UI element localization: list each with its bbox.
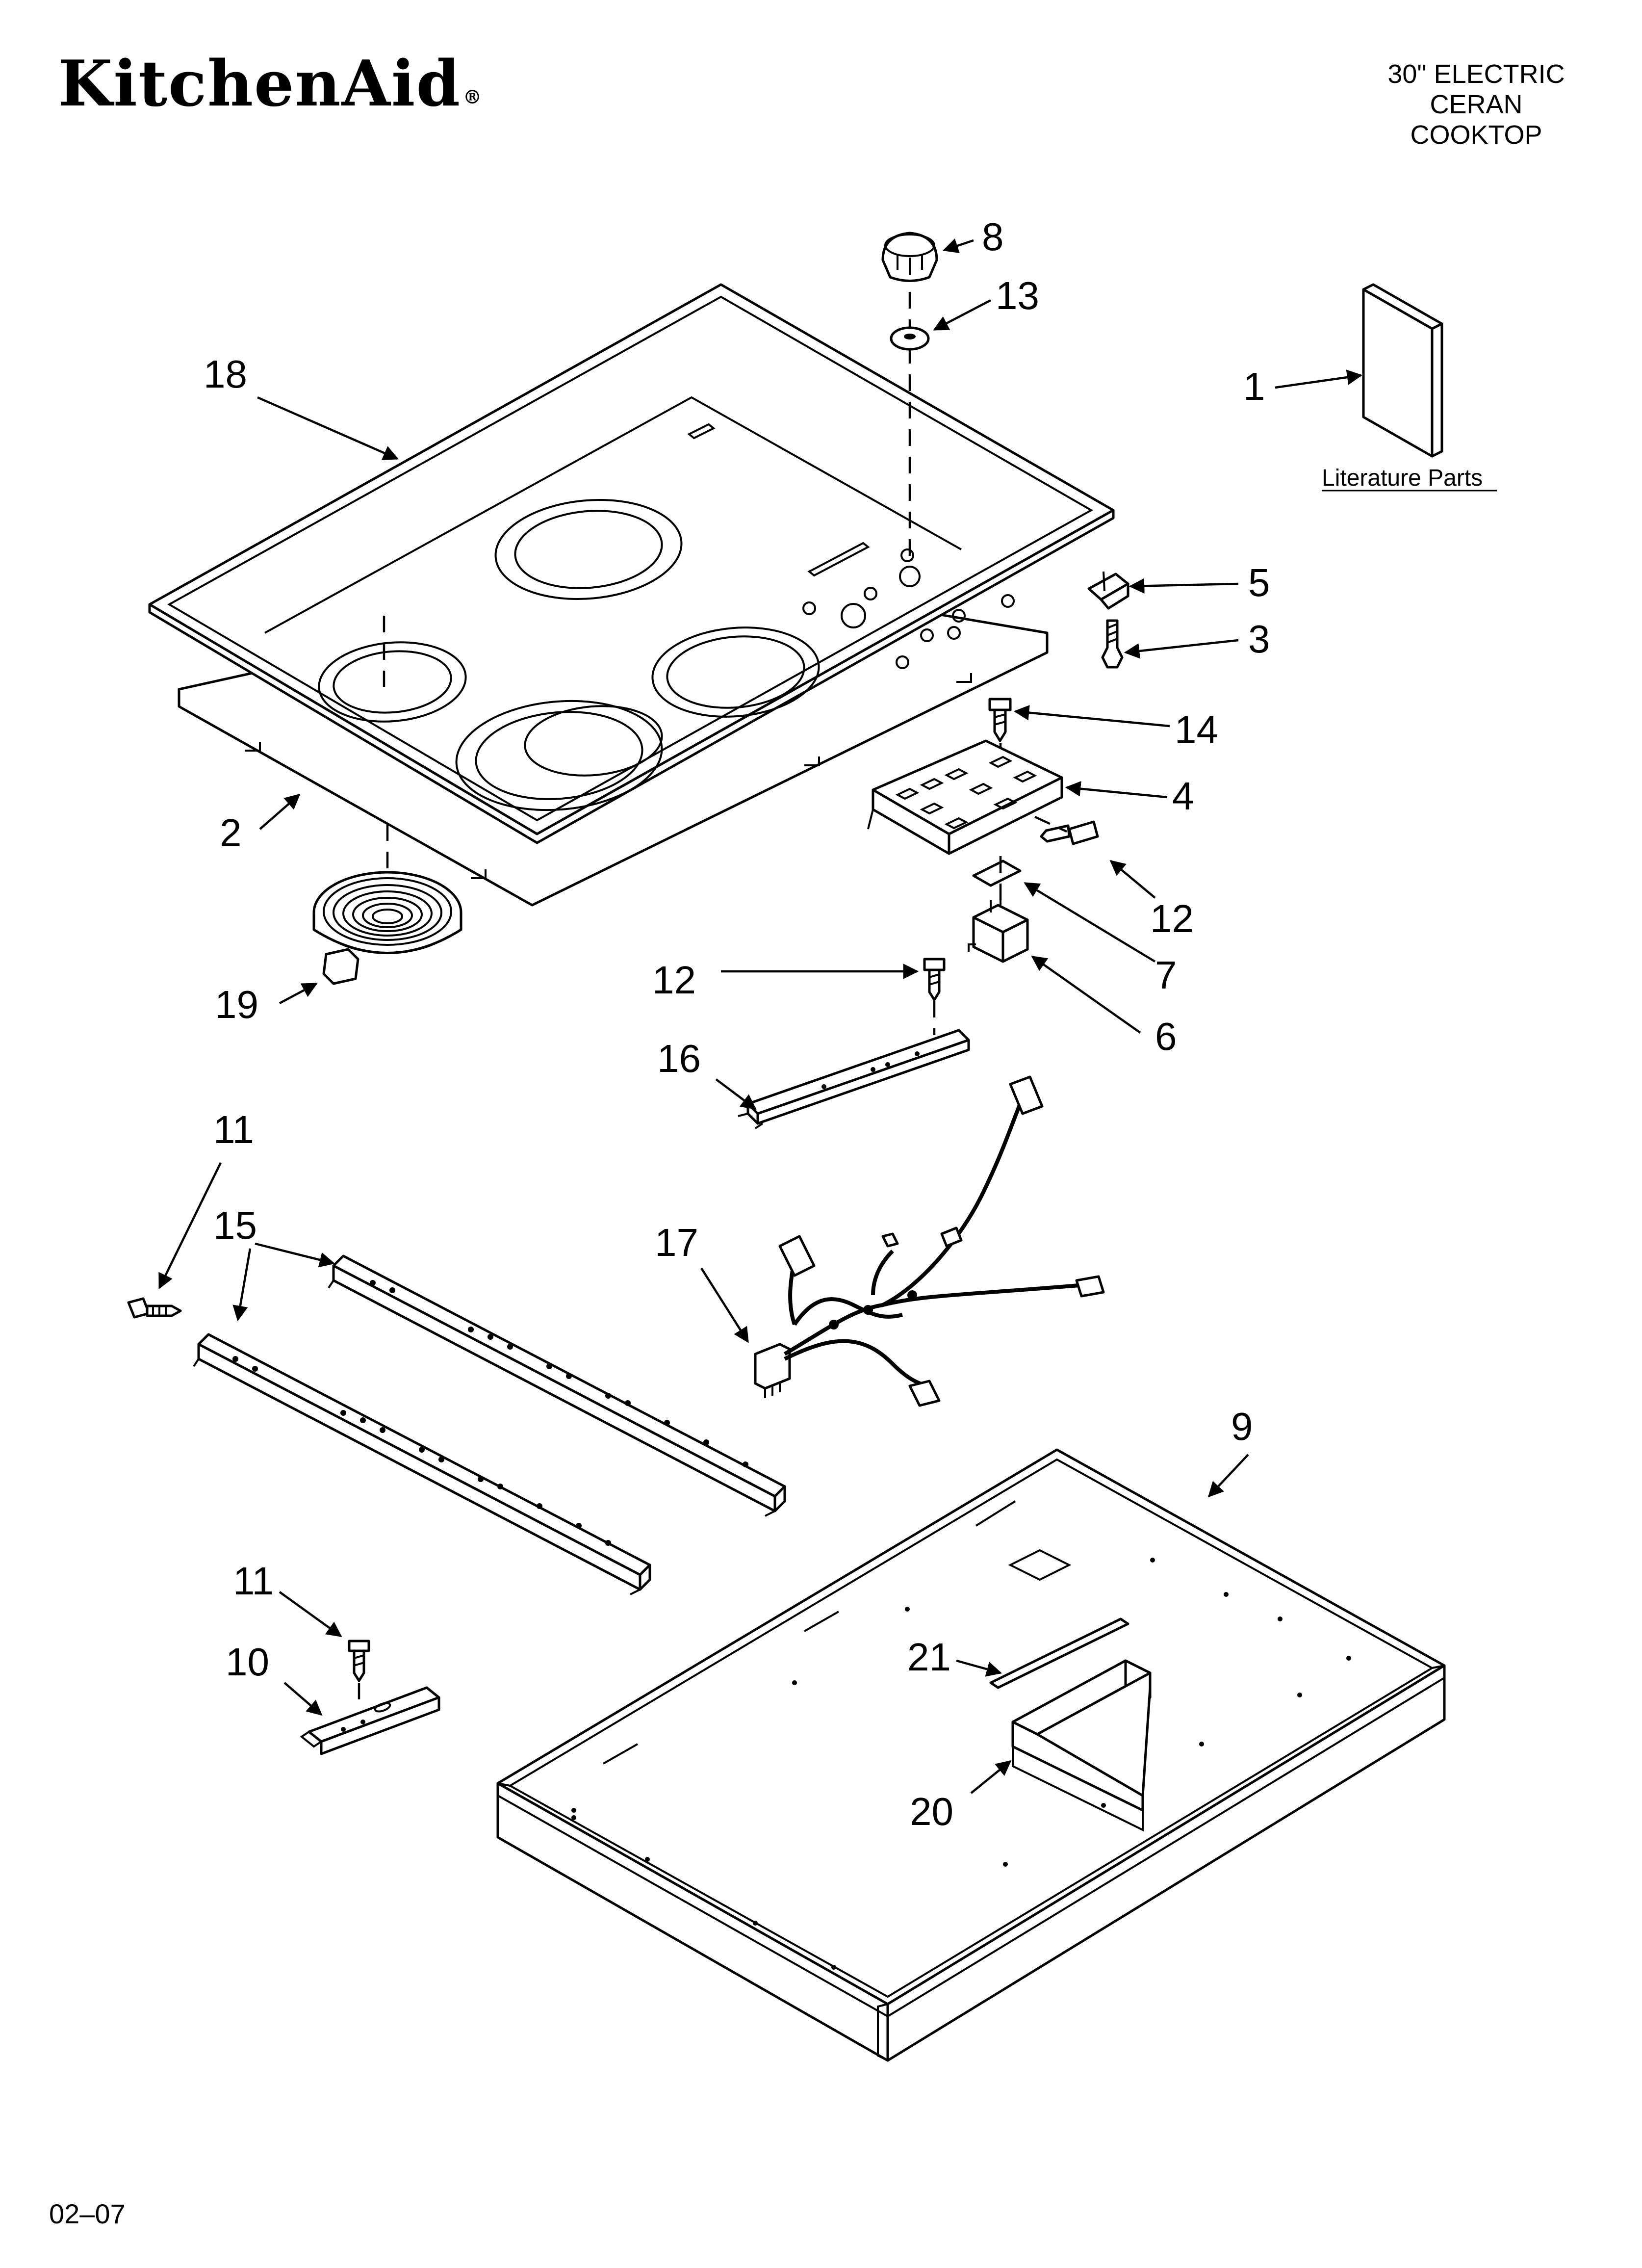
title-line-1: 30" ELECTRIC — [1387, 59, 1565, 89]
callout-13: 13 — [996, 274, 1039, 317]
callout-14: 14 — [1175, 708, 1218, 752]
part-side-rail-lower — [193, 1333, 651, 1595]
title-line-2: CERAN — [1430, 90, 1523, 119]
part-bracket-plate — [867, 739, 1063, 855]
registered-mark: ® — [462, 86, 483, 108]
part-screw-3 — [1101, 619, 1124, 669]
callout-12-bracket: 12 — [1150, 897, 1194, 940]
part-screw-14 — [988, 698, 1012, 742]
literature-parts-label: Literature Parts — [1322, 465, 1483, 491]
callout-6: 6 — [1155, 1015, 1177, 1058]
part-insulator-pad — [972, 860, 1022, 887]
part-channel-bracket — [1011, 1659, 1152, 1832]
part-wire-harness — [754, 1075, 1105, 1407]
part-switch — [968, 895, 1029, 963]
part-grommet — [890, 326, 930, 351]
callout-20: 20 — [910, 1790, 953, 1833]
part-screw-12-middle — [923, 958, 946, 1001]
callout-11: 11 — [233, 1559, 274, 1603]
part-screw-12-left — [127, 1297, 182, 1319]
part-support-bracket — [738, 1029, 970, 1129]
part-radiant-element — [312, 871, 462, 985]
part-literature — [1362, 283, 1443, 458]
part-small-bracket — [300, 1686, 440, 1755]
brand-logo: KitchenAid® — [58, 47, 483, 121]
callout-5: 5 — [1248, 561, 1270, 604]
part-screw-11 — [348, 1640, 370, 1682]
callout-10: 10 — [226, 1640, 269, 1684]
part-screw-12-bracket — [1040, 820, 1099, 845]
callout-3: 3 — [1248, 617, 1270, 661]
callout-1: 1 — [1243, 365, 1265, 408]
part-side-rail-upper — [328, 1254, 786, 1517]
leader-lines — [158, 238, 1363, 1794]
callout-9: 9 — [1231, 1405, 1253, 1448]
product-title: 30" ELECTRIC CERAN COOKTOP — [1368, 59, 1584, 150]
part-gasket-strip — [989, 1617, 1129, 1689]
part-glass-cooktop — [148, 283, 1115, 844]
alignment-line-screw-12 — [1034, 815, 1067, 833]
callout-12-left: 11 — [213, 1108, 254, 1151]
callout-12-middle: 12 — [652, 958, 696, 1002]
callout-19: 19 — [215, 983, 258, 1026]
callout-21: 21 — [907, 1635, 951, 1679]
brand-name: KitchenAid — [58, 47, 461, 121]
callout-7: 7 — [1155, 953, 1177, 997]
callout-4: 4 — [1172, 774, 1194, 818]
callout-16: 16 — [657, 1037, 701, 1080]
callout-18: 18 — [204, 352, 247, 396]
revision-code: 02–07 — [49, 2198, 126, 2229]
title-line-3: COOKTOP — [1410, 120, 1542, 150]
callout-8: 8 — [982, 215, 1004, 259]
callout-15: 15 — [213, 1203, 257, 1247]
part-clip — [1087, 571, 1129, 610]
callout-17: 17 — [655, 1221, 698, 1264]
part-knob — [881, 232, 938, 282]
part-chassis-box — [496, 1448, 1446, 2062]
callout-2: 2 — [220, 811, 242, 855]
